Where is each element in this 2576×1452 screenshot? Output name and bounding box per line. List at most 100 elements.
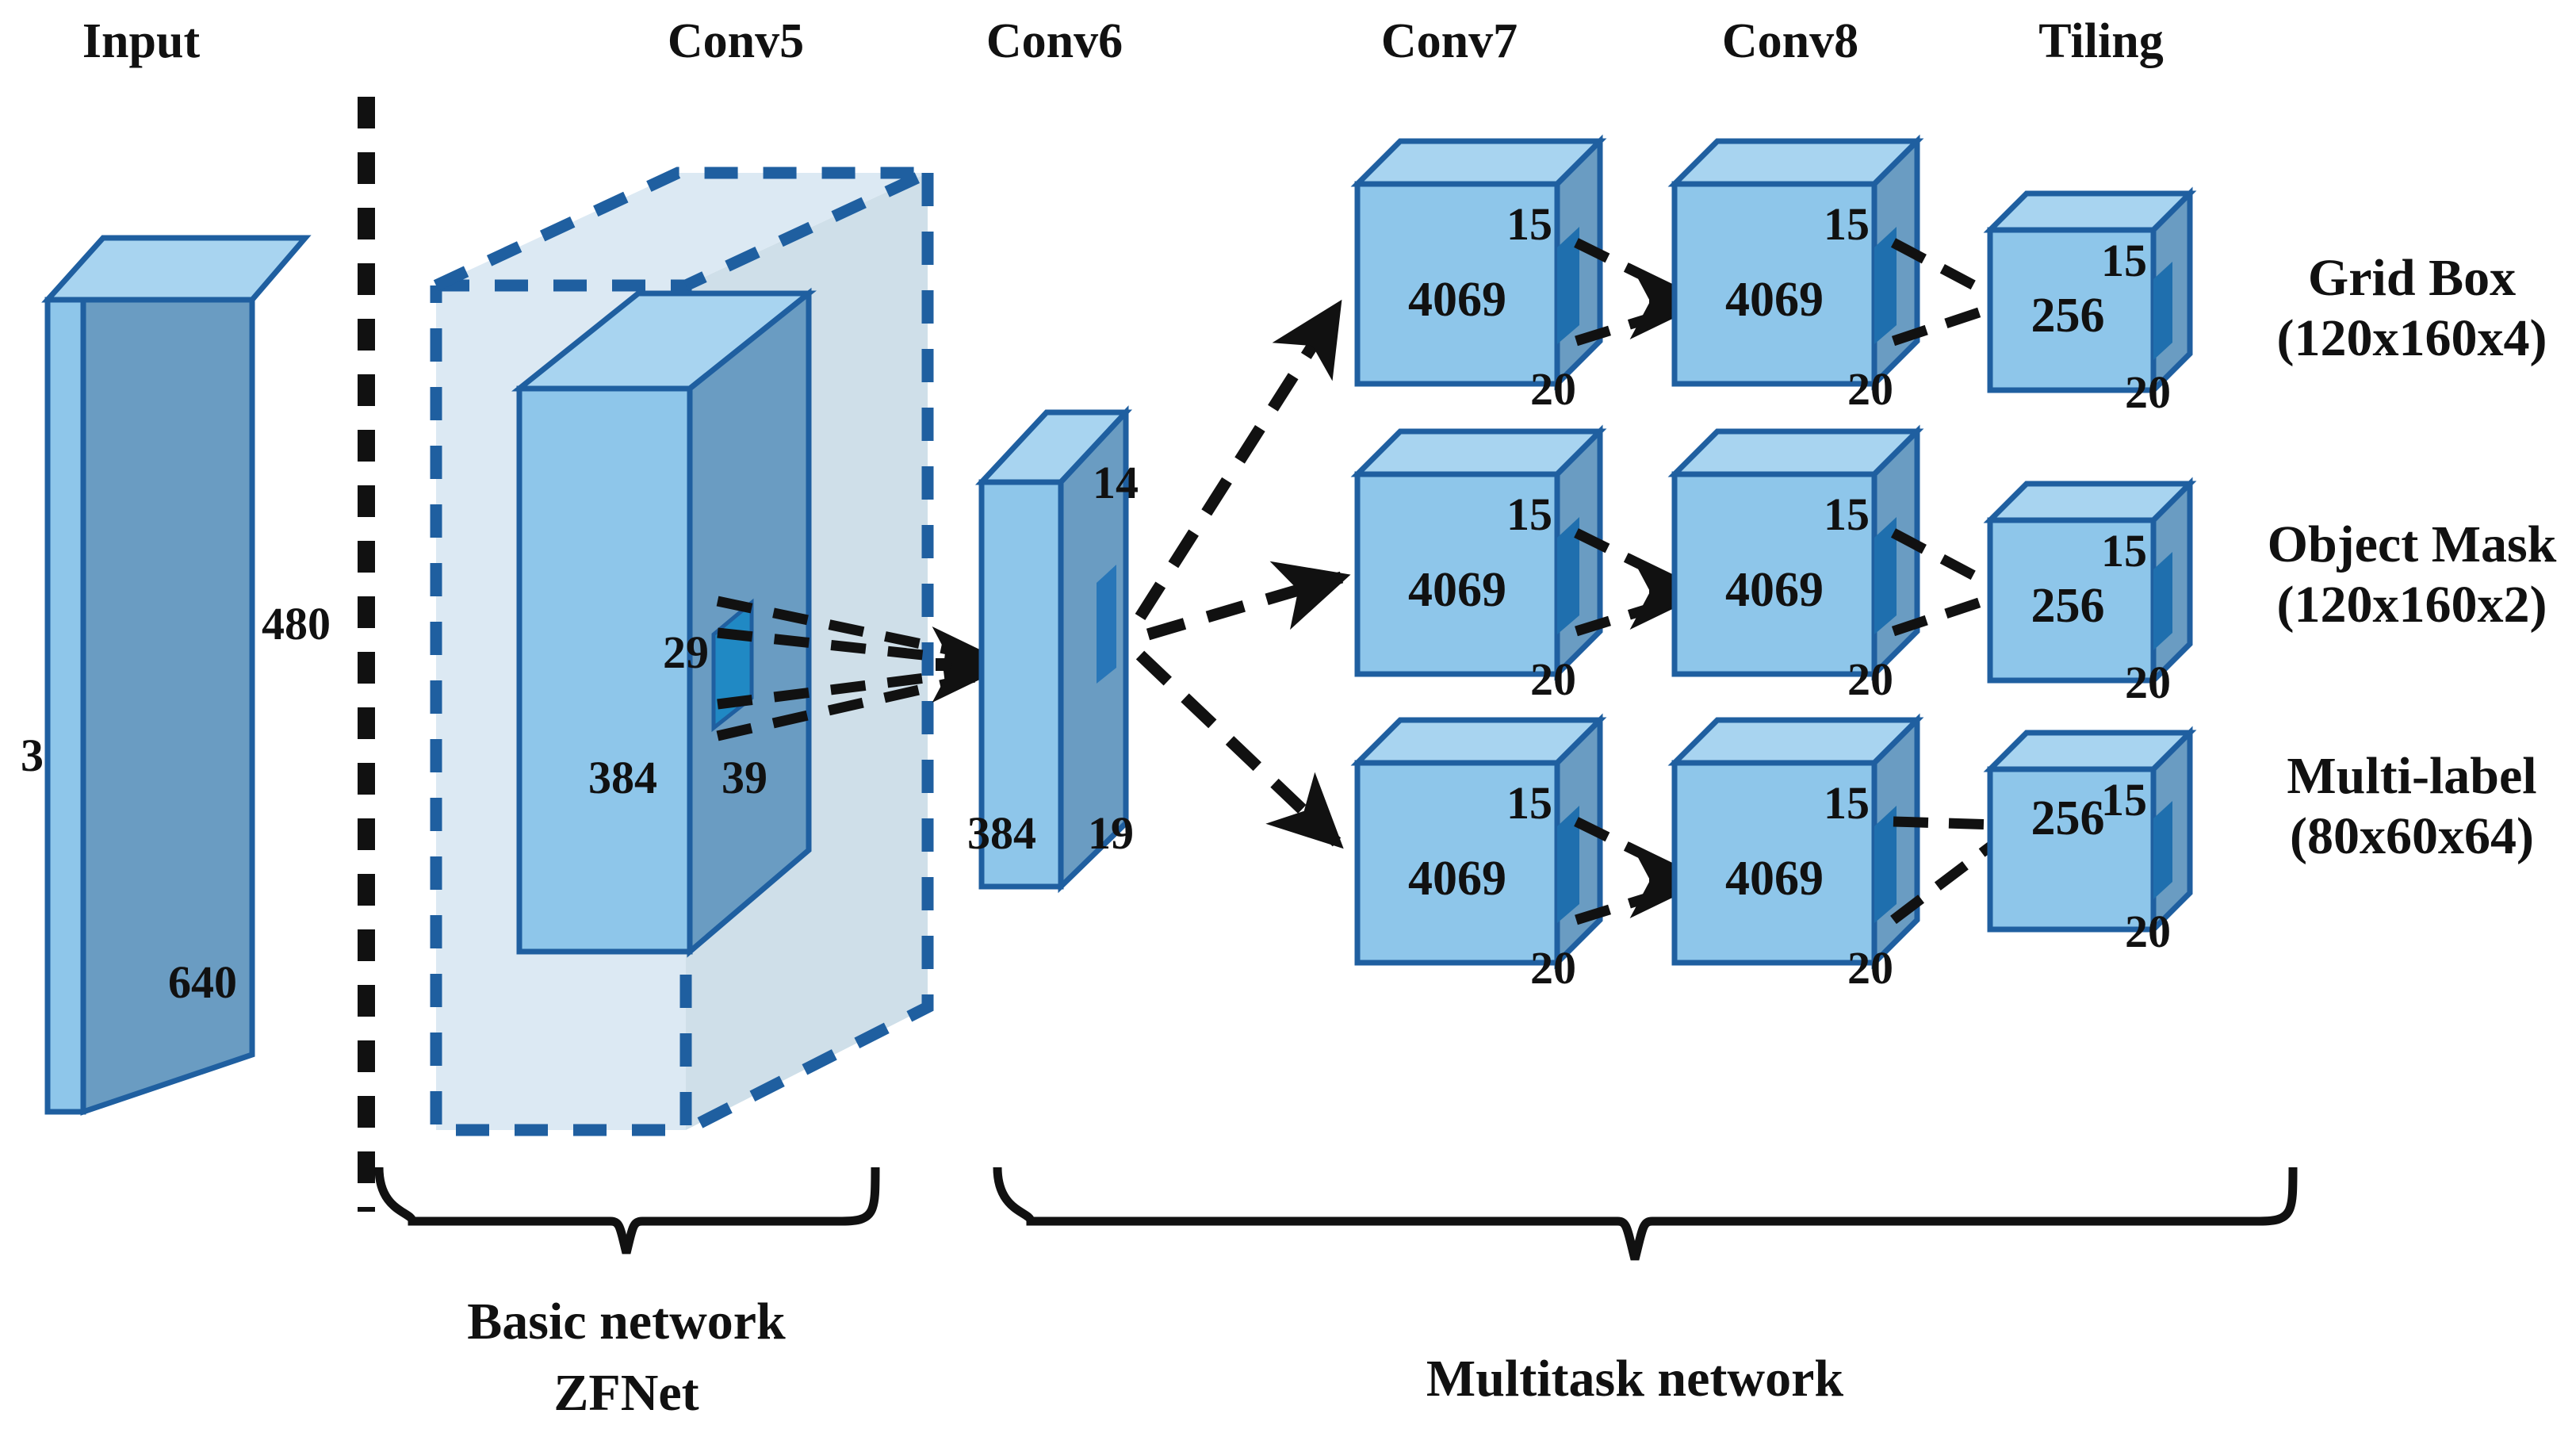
input-height-label: 480 xyxy=(262,598,331,649)
header-conv7: Conv7 xyxy=(1381,14,1518,68)
header-conv6: Conv6 xyxy=(986,14,1123,68)
tiling-row1-patch xyxy=(2153,262,2172,360)
conv7-row2-patch xyxy=(1557,517,1579,634)
conv7-row1-patch xyxy=(1557,227,1579,344)
conv5-width-label: 39 xyxy=(722,752,767,803)
tiling-row3-patch xyxy=(2153,801,2172,899)
tiling-row2-face-label: 256 xyxy=(2031,579,2105,633)
conv7-row1-top-label: 15 xyxy=(1506,198,1552,250)
block-conv8-row2: 4069 15 20 xyxy=(1667,424,1924,705)
ghost-side-outline xyxy=(683,173,934,1136)
input-depth-label: 3 xyxy=(21,730,44,781)
ray-2 xyxy=(717,627,982,667)
r2-b1 xyxy=(1890,528,2001,593)
r3-b2 xyxy=(1890,836,2001,925)
conv7-row2-bottom-label: 20 xyxy=(1530,653,1576,705)
conv5-height-label: 29 xyxy=(663,626,709,678)
conv7-row1-bottom-label: 20 xyxy=(1530,363,1576,415)
tiling-row3-bottom-label: 20 xyxy=(2125,906,2171,957)
conv6-block: 384 14 19 xyxy=(967,405,1139,894)
output-label-object-mask-line2: (120x160x2) xyxy=(2277,576,2547,634)
conv6-depth-label: 384 xyxy=(967,807,1036,859)
conv8-row2-top-label: 15 xyxy=(1824,488,1870,540)
branch-arrow-object-mask xyxy=(1146,561,1351,641)
conv6-side-face xyxy=(1058,405,1129,894)
brace-label-basic-network-line1: Basic network xyxy=(467,1293,786,1350)
input-front-face xyxy=(80,297,255,1116)
conv8-row3-patch xyxy=(1874,806,1897,923)
input-top-face xyxy=(41,235,312,303)
branch-multi-label: 4069 15 20 4069 15 20 256 xyxy=(1350,713,2537,994)
brace-label-basic-network-line2: ZFNet xyxy=(553,1364,699,1422)
conv7-row3-bottom-label: 20 xyxy=(1530,942,1576,994)
conv5-to-conv6-arrows xyxy=(716,596,983,741)
output-label-grid-box-line2: (120x160x4) xyxy=(2277,309,2547,367)
block-conv7-row1: 4069 15 20 xyxy=(1350,134,1607,415)
input-side-face xyxy=(44,297,86,1115)
conv8-row2-face-label: 4069 xyxy=(1725,563,1824,617)
brace-label-multitask-network: Multitask network xyxy=(1426,1350,1843,1408)
conv7-row2-top-label: 15 xyxy=(1506,488,1552,540)
ray-4 xyxy=(716,670,983,741)
conv8-row3-bottom-label: 20 xyxy=(1847,942,1893,994)
input-width-label: 640 xyxy=(168,956,237,1008)
tiling-row1-bottom-label: 20 xyxy=(2125,366,2171,418)
r1-b2 xyxy=(1891,301,2000,347)
tiling-row3-top-label: 15 xyxy=(2101,774,2147,826)
tiling-row1-face-label: 256 xyxy=(2031,289,2105,343)
conv6-width-label: 19 xyxy=(1088,807,1134,859)
output-label-multi-label-line1: Multi-label xyxy=(2287,747,2536,805)
block-tiling-row3: 256 15 20 xyxy=(1983,726,2197,957)
tiling-row2-top-label: 15 xyxy=(2101,525,2147,577)
conv8-row1-top-label: 15 xyxy=(1824,198,1870,250)
conv8-row2-bottom-label: 20 xyxy=(1847,653,1893,705)
conv6-height-label: 14 xyxy=(1093,457,1139,508)
brace-path-multitask-network xyxy=(993,1167,2298,1261)
conv7-row3-patch xyxy=(1557,806,1579,923)
conv7-row2-face-label: 4069 xyxy=(1408,563,1506,617)
block-conv7-row2: 4069 15 20 xyxy=(1350,424,1607,705)
header-input: Input xyxy=(82,14,201,68)
ghost-top-outline xyxy=(433,167,931,291)
r1-b1 xyxy=(1890,238,2001,303)
arrows-conv8-to-tiling-row3 xyxy=(1890,816,2001,925)
branch-arrow-grid-box xyxy=(1135,299,1342,621)
tiling-row2-bottom-label: 20 xyxy=(2125,657,2171,708)
r2-b2 xyxy=(1891,591,2000,637)
arrows-conv8-to-tiling-row2 xyxy=(1890,528,2001,637)
block-conv7-row3: 4069 15 20 xyxy=(1350,713,1607,994)
block-conv8-row1: 4069 15 20 xyxy=(1667,134,1924,415)
r3-b1 xyxy=(1893,816,1999,830)
conv5-depth-label: 384 xyxy=(588,752,657,803)
conv8-row1-patch xyxy=(1874,227,1897,344)
conv6-receptive-patch xyxy=(1097,565,1116,684)
branch-object-mask: 4069 15 20 4069 15 20 256 xyxy=(1350,424,2557,708)
branch-grid-box: 4069 15 20 4069 15 20 xyxy=(1350,134,2547,418)
block-tiling-row1: 256 15 20 xyxy=(1983,186,2197,418)
conv8-row2-patch xyxy=(1874,517,1897,634)
output-label-object-mask-line1: Object Mask xyxy=(2268,515,2557,573)
brace-multitask-network: Multitask network xyxy=(993,1167,2298,1408)
conv5-block: 384 29 39 xyxy=(511,287,817,958)
brace-basic-network: Basic network ZFNet xyxy=(374,1167,880,1422)
branch-arrow-multi-label xyxy=(1135,650,1344,849)
conv8-row3-face-label: 4069 xyxy=(1725,852,1824,906)
conv7-row1-face-label: 4069 xyxy=(1408,273,1506,327)
conv8-row3-top-label: 15 xyxy=(1824,777,1870,829)
conv8-row1-face-label: 4069 xyxy=(1725,273,1824,327)
block-tiling-row2: 256 15 20 xyxy=(1983,477,2197,708)
conv8-row1-bottom-label: 20 xyxy=(1847,363,1893,415)
input-block: 3 480 640 xyxy=(21,235,331,1116)
tiling-row1-top-label: 15 xyxy=(2101,235,2147,286)
tiling-row3-face-label: 256 xyxy=(2031,791,2105,845)
conv6-to-branch-arrows xyxy=(1135,299,1351,849)
ray-1 xyxy=(716,596,983,662)
header-conv8: Conv8 xyxy=(1722,14,1858,68)
conv7-row3-top-label: 15 xyxy=(1506,777,1552,829)
ghost-top-face xyxy=(436,173,928,285)
block-conv8-row3: 4069 15 20 xyxy=(1667,713,1924,994)
arrows-conv8-to-tiling-row1 xyxy=(1890,238,2001,347)
tiling-row2-patch xyxy=(2153,552,2172,650)
